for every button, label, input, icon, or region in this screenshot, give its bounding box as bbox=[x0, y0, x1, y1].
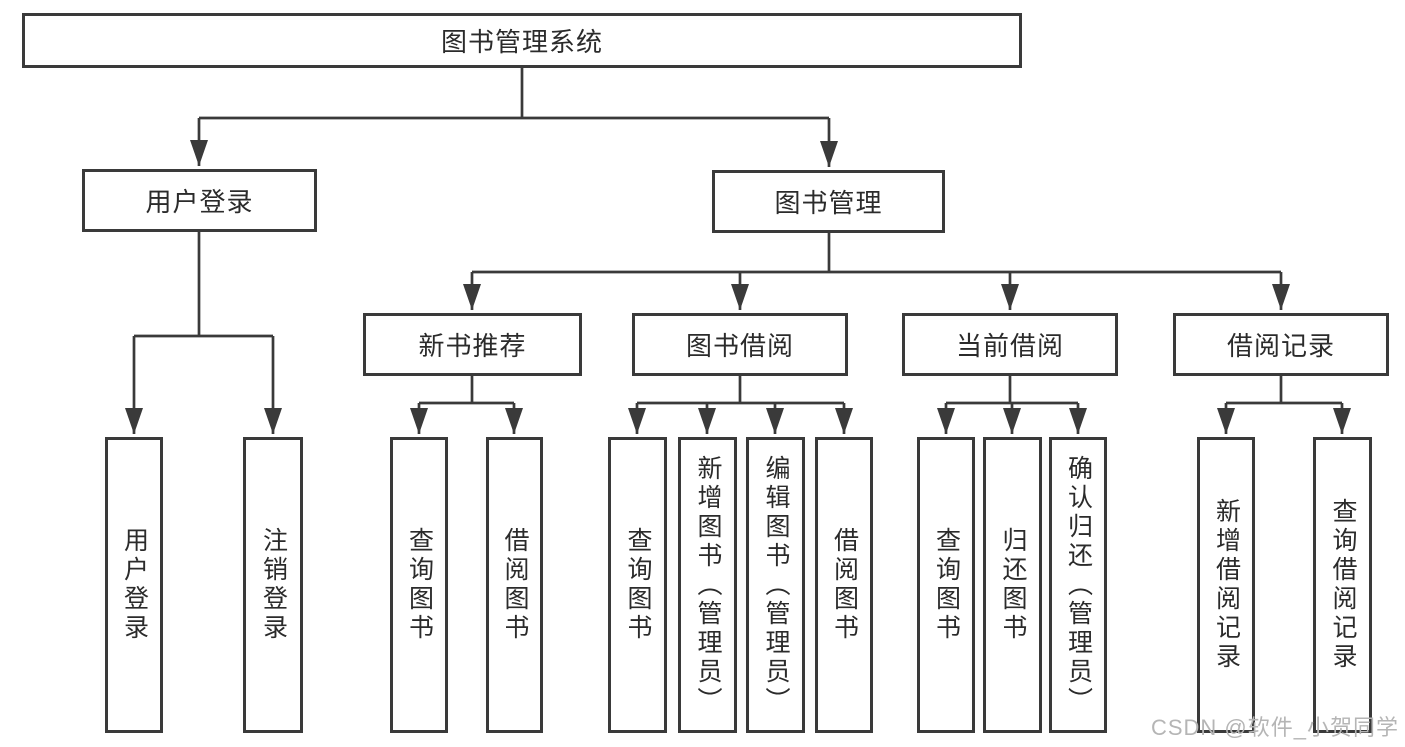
node-leaf-bb-add-books-admin: 新增图书（管理员） bbox=[678, 437, 737, 733]
node-label: 新书推荐 bbox=[418, 331, 527, 361]
node-book-management: 图书管理 bbox=[712, 170, 945, 233]
node-root-system: 图书管理系统 bbox=[22, 13, 1022, 68]
node-label: 确认归还（管理员） bbox=[1064, 454, 1093, 716]
node-leaf-cb-confirm-return-admin: 确认归还（管理员） bbox=[1049, 437, 1107, 733]
node-label: 新增借阅记录 bbox=[1212, 498, 1241, 672]
csdn-watermark: CSDN @软件_小贺同学 bbox=[1150, 715, 1399, 740]
node-book-borrowing: 图书借阅 bbox=[632, 313, 848, 376]
node-label: 借阅图书 bbox=[830, 527, 859, 643]
node-new-book-recommendation: 新书推荐 bbox=[363, 313, 582, 376]
node-leaf-logout: 注销登录 bbox=[243, 437, 303, 733]
node-label: 当前借阅 bbox=[955, 331, 1064, 361]
node-leaf-bb-query-books: 查询图书 bbox=[608, 437, 667, 733]
node-leaf-bb-edit-books-admin: 编辑图书（管理员） bbox=[746, 437, 805, 733]
node-label: 图书管理系统 bbox=[440, 27, 603, 57]
node-label: 查询图书 bbox=[405, 527, 434, 643]
node-label: 新增图书（管理员） bbox=[694, 454, 722, 716]
node-leaf-cb-return-books: 归还图书 bbox=[983, 437, 1042, 733]
node-label: 借阅图书 bbox=[501, 527, 529, 643]
node-label: 借阅记录 bbox=[1226, 331, 1335, 361]
node-label: 查询图书 bbox=[932, 527, 961, 643]
node-label: 归还图书 bbox=[999, 527, 1027, 643]
node-leaf-nb-borrow-books: 借阅图书 bbox=[486, 437, 543, 733]
node-label: 查询借阅记录 bbox=[1329, 498, 1357, 672]
node-current-borrowing: 当前借阅 bbox=[902, 313, 1118, 376]
node-user-login-module: 用户登录 bbox=[82, 169, 317, 232]
node-label: 查询图书 bbox=[624, 527, 652, 643]
node-leaf-br-query-record: 查询借阅记录 bbox=[1313, 437, 1372, 733]
node-label: 编辑图书（管理员） bbox=[762, 454, 790, 716]
node-leaf-user-login: 用户登录 bbox=[105, 437, 163, 733]
node-label: 图书管理 bbox=[774, 188, 883, 218]
node-label: 注销登录 bbox=[259, 527, 288, 643]
node-leaf-cb-query-books: 查询图书 bbox=[917, 437, 975, 733]
node-leaf-bb-borrow-books: 借阅图书 bbox=[815, 437, 873, 733]
node-label: 用户登录 bbox=[120, 527, 149, 643]
node-label: 图书借阅 bbox=[685, 331, 794, 361]
node-borrowing-records: 借阅记录 bbox=[1173, 313, 1389, 376]
node-leaf-br-add-record: 新增借阅记录 bbox=[1197, 437, 1255, 733]
node-label: 用户登录 bbox=[145, 187, 254, 217]
node-leaf-nb-query-books: 查询图书 bbox=[390, 437, 448, 733]
